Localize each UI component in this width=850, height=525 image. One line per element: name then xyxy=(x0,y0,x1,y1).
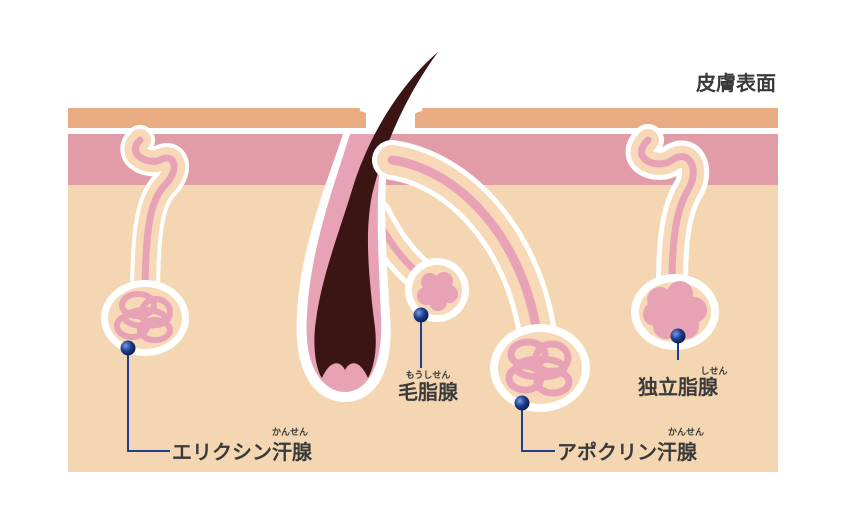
eccrine-pointer xyxy=(120,340,170,452)
skin-surface-label: 皮膚表面 xyxy=(696,71,776,95)
eccrine-label: エリクシン汗腺 xyxy=(172,440,313,464)
apocrine-pointer xyxy=(514,395,555,452)
free-sebaceous-pointer xyxy=(670,328,686,360)
sebaceous-ruby: もうしせん xyxy=(406,370,451,381)
eccrine-ruby: かんせん xyxy=(272,427,308,438)
eccrine-gland xyxy=(101,125,189,356)
apocrine-ruby: かんせん xyxy=(668,427,704,438)
sebaceous-label: 毛脂腺 xyxy=(398,380,459,404)
hair-follicle xyxy=(296,52,469,402)
free-sebaceous-label: 独立脂腺 xyxy=(638,375,719,399)
sebaceous-pointer xyxy=(413,307,429,368)
eccrine-marker-dot xyxy=(120,340,136,356)
free-sebaceous-gland xyxy=(626,124,719,350)
epidermis-layer-right xyxy=(415,108,778,128)
free-sebaceous-marker-dot xyxy=(670,328,686,344)
apocrine-marker-dot xyxy=(514,395,530,411)
hair-shaft xyxy=(314,52,438,378)
apocrine-gland xyxy=(372,140,590,412)
epidermis-layer-left xyxy=(68,108,366,128)
sebaceous-marker-dot xyxy=(413,307,429,323)
free-sebaceous-ruby: しせん xyxy=(700,366,727,377)
apocrine-label: アポクリン汗腺 xyxy=(557,440,698,464)
